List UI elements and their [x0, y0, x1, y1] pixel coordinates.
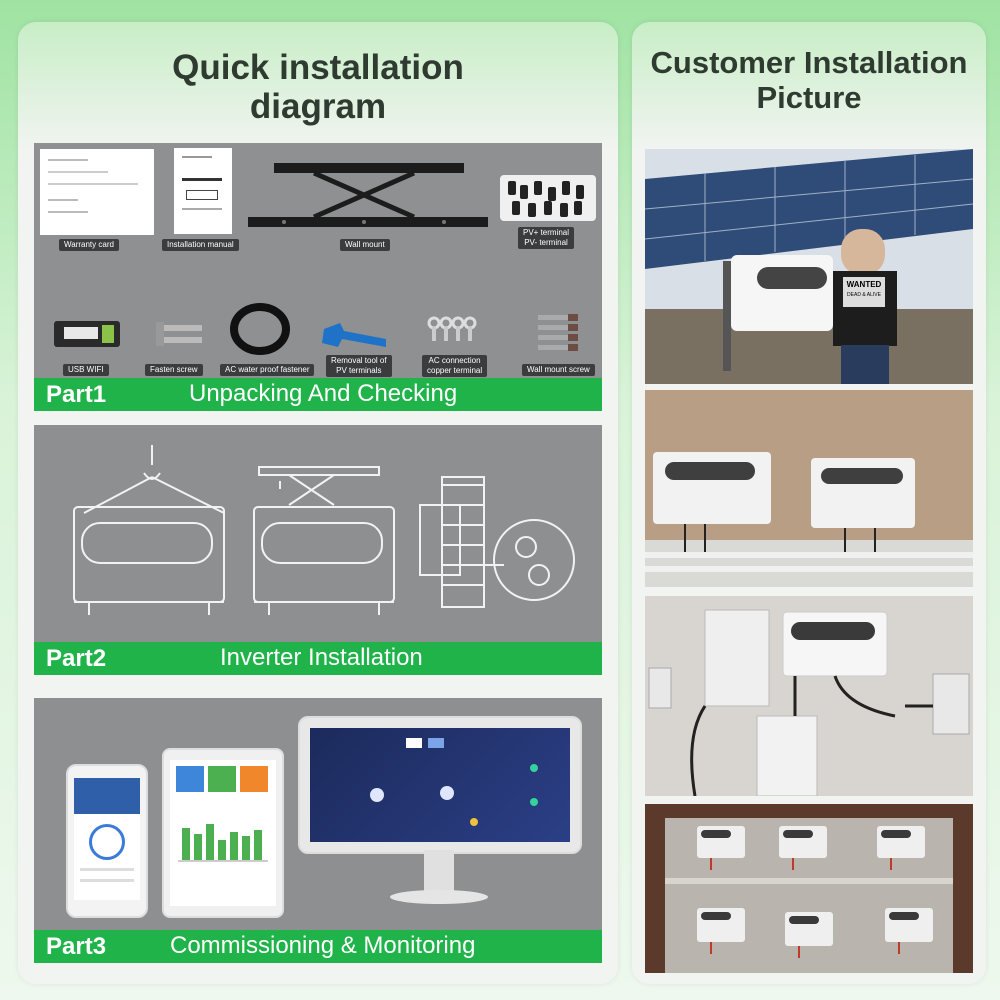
- step-unpacking: Warranty card Installation manual Wall m…: [34, 143, 602, 411]
- ac-fastener-label: AC water proof fastener: [220, 364, 315, 376]
- ac-fastener-image: [230, 303, 290, 355]
- fasten-screw-label: Fasten screw: [145, 364, 203, 376]
- diagram-title: Quick installation diagram: [18, 48, 618, 126]
- wall-mount-label: Wall mount: [340, 239, 390, 251]
- wall-mount-screw-label: Wall mount screw: [522, 364, 595, 376]
- wall-mount-image: [248, 163, 488, 227]
- part2-bar: Part2 Inverter Installation: [34, 642, 602, 675]
- wanted-shirt-line2: DEAD & ALIVE: [847, 292, 882, 298]
- wanted-shirt-line1: WANTED: [847, 280, 882, 289]
- warranty-card-label: Warranty card: [59, 239, 119, 251]
- monitor-base: [390, 890, 488, 904]
- customer-installation-panel: Customer Installation Picture WANTED DEA…: [632, 22, 986, 984]
- step-inverter-installation: Part2 Inverter Installation: [34, 425, 602, 675]
- install-photo-cabinet: [645, 596, 973, 796]
- part2-number: Part2: [46, 645, 107, 672]
- monitor-image: [298, 716, 582, 854]
- warranty-card-image: [40, 149, 154, 235]
- installation-manual-image: [174, 148, 232, 234]
- diagram-title-line1: Quick installation: [172, 48, 464, 87]
- installation-manual-label: Installation manual: [162, 239, 239, 251]
- customer-title-line2: Picture: [756, 79, 862, 115]
- part1-number: Part1: [46, 381, 107, 408]
- part1-bar: Part1 Unpacking And Checking: [34, 378, 602, 411]
- phone-image: [66, 764, 148, 918]
- customer-title-line1: Customer Installation: [650, 45, 968, 80]
- install-photo-six-inverters: [645, 804, 973, 973]
- wall-mount-screw-image: [538, 314, 578, 351]
- part3-bar: Part3 Commissioning & Monitoring: [34, 930, 602, 963]
- usb-wifi-label: USB WIFI: [63, 364, 109, 376]
- install-photo-two-inverters: [645, 390, 973, 587]
- usb-wifi-image: [54, 321, 120, 347]
- inverter-installation-illustration: [73, 445, 575, 615]
- step-commissioning-monitoring: Part3 Commissioning & Monitoring: [34, 698, 602, 963]
- copper-terminal-image: [427, 316, 477, 341]
- tablet-image: [162, 748, 284, 918]
- part2-title: Inverter Installation: [220, 644, 423, 671]
- customer-title: Customer Installation Picture: [632, 45, 986, 115]
- pv-terminal-image: [500, 175, 596, 221]
- install-photo-solar-field: WANTED DEAD & ALIVE: [645, 149, 973, 384]
- part3-number: Part3: [46, 933, 107, 960]
- fasten-screw-image: [156, 322, 202, 346]
- removal-tool-image: [322, 323, 386, 347]
- monitor-stand: [424, 850, 454, 892]
- part1-title: Unpacking And Checking: [189, 380, 458, 407]
- part3-title: Commissioning & Monitoring: [170, 932, 476, 959]
- diagram-title-line2: diagram: [249, 87, 387, 127]
